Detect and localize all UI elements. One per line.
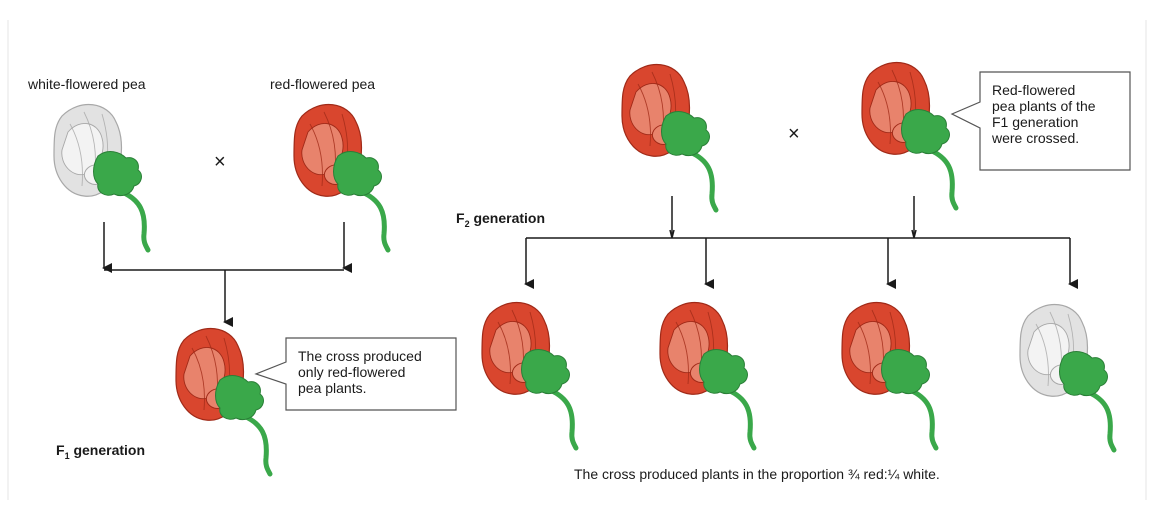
red-parent-label: red-flowered pea [270, 76, 376, 92]
f2-generation-label: F2 generation [456, 210, 545, 229]
f1-generation-label: F1 generation [56, 442, 145, 461]
f2-red-flower-1-stem [547, 387, 579, 451]
f2-callout-line-4: were crossed. [992, 130, 1080, 146]
f2-callout-line-1: Red-flowered [992, 82, 1076, 98]
f2-proportion-caption: The cross produced plants in the proport… [574, 466, 940, 482]
f2-gen-sub: 2 [464, 218, 470, 229]
f2-red-flower-1 [481, 301, 579, 451]
left-cross-symbol: × [214, 151, 226, 173]
f1-parent-a-flower [621, 63, 719, 213]
f1-parent-a-flower-calyx [661, 111, 710, 157]
f1-callout-text: The cross produced only red-flowered pea… [298, 348, 422, 396]
f1-red-flower-calyx [215, 375, 264, 421]
parent-white-flower [53, 103, 151, 253]
white-parent-label: white-flowered pea [28, 76, 146, 92]
left-connectors [102, 222, 352, 327]
f2-red-flower-2-stem [725, 387, 757, 451]
right-cross-symbol: × [788, 123, 800, 145]
parent-white-flower-calyx [93, 151, 142, 197]
f1-red-flower [175, 327, 273, 477]
f1-callout-box [254, 337, 457, 411]
parent-red-flower-stem [359, 189, 391, 253]
f2-red-flower-1-calyx [521, 349, 570, 395]
f2-callout-line-2: pea plants of the [992, 98, 1096, 114]
parent-red-flower-calyx [333, 151, 382, 197]
f1-parent-b-flower-calyx [901, 109, 950, 155]
f1-parent-b-flower [861, 61, 959, 211]
f2-red-flower-3 [841, 301, 939, 451]
parent-red-flower [293, 103, 391, 253]
f1-callout-line-3: pea plants. [298, 380, 367, 396]
parent-white-flower-stem [119, 189, 151, 253]
f1-callout-line-1: The cross produced [298, 348, 422, 364]
f2-white-flower-calyx [1059, 351, 1108, 397]
f1-gen-prefix: F [56, 442, 65, 458]
f1-parent-a-flower-stem [687, 149, 719, 213]
f2-callout-box [950, 71, 1131, 171]
f2-callout-line-3: F1 generation [992, 114, 1079, 130]
right-connectors [524, 196, 1078, 289]
f2-red-flower-2 [659, 301, 757, 451]
f2-callout-text: Red-flowered pea plants of the F1 genera… [992, 82, 1096, 146]
f2-red-flower-3-calyx [881, 349, 930, 395]
f1-parent-b-flower-stem [927, 147, 959, 211]
flower-layer [53, 61, 1117, 477]
f2-white-flower-stem [1085, 389, 1117, 453]
f2-gen-prefix: F [456, 210, 465, 226]
f2-red-flower-2-calyx [699, 349, 748, 395]
f1-gen-sub: 1 [64, 450, 70, 461]
f1-gen-suffix: generation [69, 442, 146, 458]
f2-gen-suffix: generation [469, 210, 546, 226]
f1-red-flower-stem [241, 413, 273, 477]
f2-red-flower-3-stem [907, 387, 939, 451]
f2-white-flower [1019, 303, 1117, 453]
f1-callout-line-2: only red-flowered [298, 364, 406, 380]
